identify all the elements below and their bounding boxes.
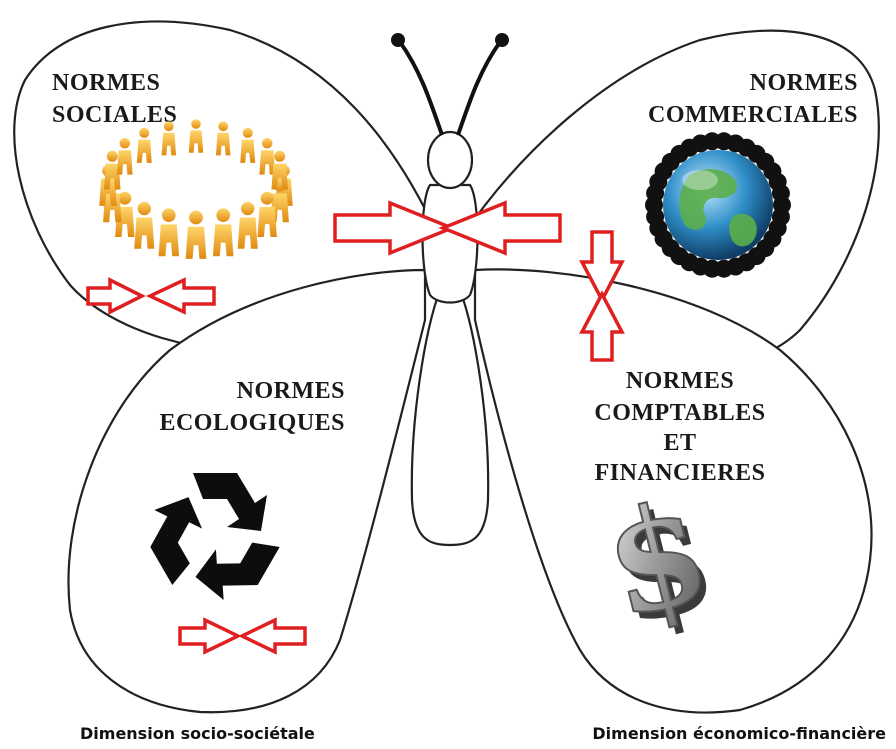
label-financial-line1: NORMES <box>626 368 734 394</box>
caption-economic-financial: Dimension économico-financière <box>592 724 886 743</box>
label-ecological-line2: ECOLOGIQUES <box>159 410 345 436</box>
label-commercial-line2: COMMERCIALES <box>648 102 858 128</box>
label-social-line1: NORMES <box>52 70 160 96</box>
label-financial-line2: COMPTABLES <box>594 400 765 426</box>
caption-socio-societal: Dimension socio-sociétale <box>80 724 315 743</box>
label-social-line2: SOCIALES <box>52 102 177 128</box>
butterfly-body <box>412 132 488 545</box>
antennae <box>391 33 509 135</box>
label-commercial-line1: NORMES <box>750 70 858 96</box>
label-ecological-line1: NORMES <box>237 378 345 404</box>
label-financial-line3: ET <box>663 430 696 456</box>
globe-crowd-icon <box>645 132 791 277</box>
